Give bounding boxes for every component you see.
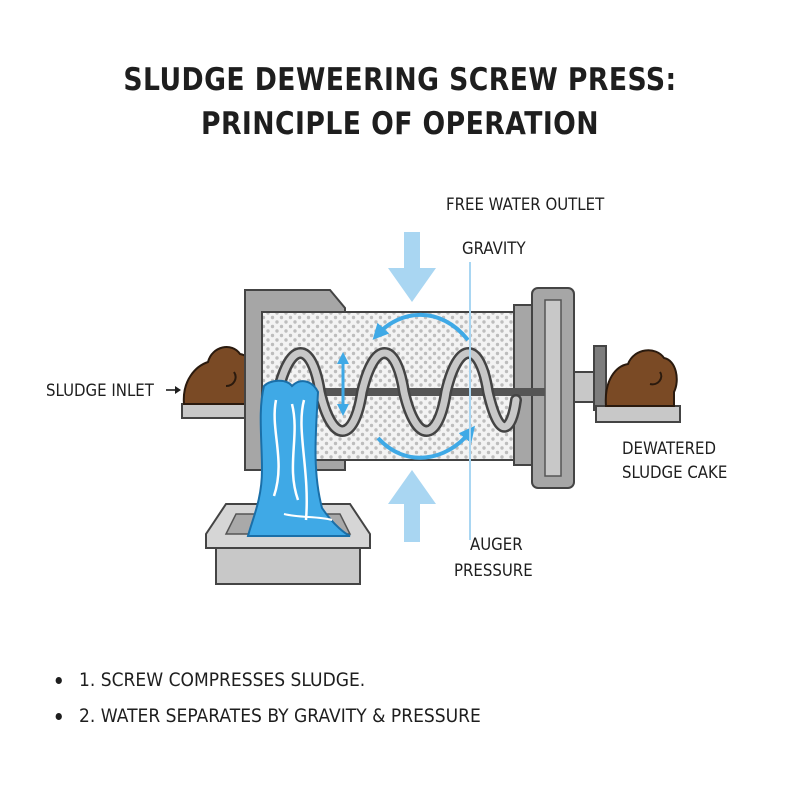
- step-item: 1. SCREW COMPRESSES SLUDGE.: [52, 662, 481, 698]
- gravity-arrow: [388, 232, 436, 302]
- title-line-1: SLUDGE DEWEERING SCREW PRESS:: [123, 62, 677, 98]
- dewatered-label-line-2: SLUDGE CAKE: [622, 463, 728, 483]
- step-item: 2. WATER SEPARATES BY GRAVITY & PRESSURE: [52, 698, 481, 734]
- free-water-outlet-label: FREE WATER OUTLET: [446, 195, 605, 215]
- discharge-tray: [593, 345, 681, 423]
- title-line-2: PRINCIPLE OF OPERATION: [200, 106, 600, 142]
- end-flange: [513, 287, 575, 489]
- diagram-title: SLUDGE DEWEERING SCREW PRESS: PRINCIPLE …: [56, 58, 744, 146]
- sludge-inlet-label: SLUDGE INLET: [46, 381, 154, 401]
- gravity-label: GRAVITY: [462, 239, 526, 259]
- inlet-sludge-pile: [182, 346, 254, 405]
- sludge-cake: [604, 349, 678, 407]
- auger-pressure-arrow: [388, 470, 436, 542]
- inlet-tray: [181, 403, 251, 419]
- auger-pressure-label-line-2: PRESSURE: [454, 561, 533, 581]
- dewatered-label-line-1: DEWATERED: [622, 439, 716, 459]
- auger-pressure-label-line-1: AUGER: [470, 535, 523, 555]
- steps-list: 1. SCREW COMPRESSES SLUDGE. 2. WATER SEP…: [52, 662, 528, 734]
- rotation-arrows: [337, 313, 476, 460]
- water-stream: [246, 379, 351, 537]
- sludge-inlet-arrow-icon: [166, 386, 181, 394]
